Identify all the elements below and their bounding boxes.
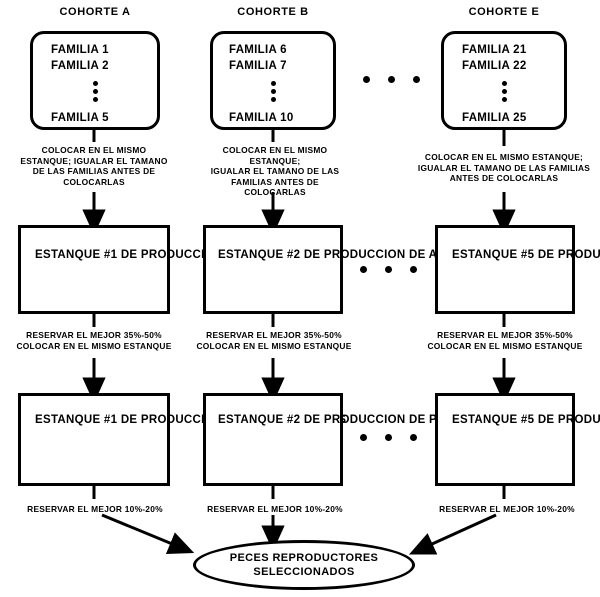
family-line-last: FAMILIA 5: [51, 112, 109, 124]
connector-label-1-col-a: COLOCAR EN EL MISMO ESTANQUE; IGUALAR EL…: [20, 145, 168, 187]
fry-pond-label: ESTANQUE #1 DE PRODUCCION DE ALEVINES: [35, 249, 306, 261]
fry-pond-label: ESTANQUE #5 DE PRODUCCION DE ALEVINES: [452, 249, 600, 261]
result-label: PECES REPRODUCTORES SELECCIONADOS: [229, 552, 379, 578]
family-box-cohort-e[interactable]: FAMILIA 21 FAMILIA 22 FAMILIA 25: [441, 31, 567, 130]
horizontal-ellipsis-icon-row2: [360, 266, 417, 273]
connector-label-1-col-b: COLOCAR EN EL MISMO ESTANQUE; IGUALAR EL…: [210, 145, 340, 197]
family-box-cohort-a[interactable]: FAMILIA 1 FAMILIA 2 FAMILIA 5: [30, 31, 160, 130]
family-line: FAMILIA 7: [229, 60, 287, 72]
vertical-ellipsis-icon: [33, 81, 157, 102]
adult-pond-label: ESTANQUE #2 DE PRODUCCION DE PECES ADULT…: [218, 414, 530, 426]
result-ellipse[interactable]: PECES REPRODUCTORES SELECCIONADOS: [193, 540, 415, 590]
cohort-header-b: COHORTE B: [237, 6, 309, 18]
family-line: FAMILIA 6: [229, 44, 287, 56]
connector-label-2-col-a: RESERVAR EL MEJOR 35%-50% COLOCAR EN EL …: [16, 330, 172, 351]
family-line: FAMILIA 2: [51, 60, 109, 72]
connector-label-2-col-b: RESERVAR EL MEJOR 35%-50% COLOCAR EN EL …: [196, 330, 352, 351]
adult-pond-box-col-e[interactable]: ESTANQUE #5 DE PRODUCCION DE PECES ADULT…: [435, 393, 600, 486]
fry-pond-box-col-e[interactable]: ESTANQUE #5 DE PRODUCCION DE ALEVINES: [435, 225, 600, 314]
vertical-ellipsis-icon: [213, 81, 333, 102]
vertical-ellipsis-icon: [444, 81, 564, 102]
connector-label-1-col-e: COLOCAR EN EL MISMO ESTANQUE; IGUALAR EL…: [417, 152, 591, 183]
adult-pond-box-col-b[interactable]: ESTANQUE #2 DE PRODUCCION DE PECES ADULT…: [203, 393, 530, 486]
horizontal-ellipsis-icon-row1: [363, 76, 420, 83]
family-line-last: FAMILIA 25: [462, 112, 527, 124]
cohort-header-a: COHORTE A: [59, 6, 131, 18]
fry-pond-label: ESTANQUE #2 DE PRODUCCION DE ALEVINES: [218, 249, 489, 261]
family-line: FAMILIA 1: [51, 44, 109, 56]
family-line: FAMILIA 22: [462, 60, 527, 72]
adult-pond-label: ESTANQUE #5 DE PRODUCCION DE PECES ADULT…: [452, 414, 600, 426]
fry-pond-box-col-b[interactable]: ESTANQUE #2 DE PRODUCCION DE ALEVINES: [203, 225, 489, 314]
family-box-cohort-b[interactable]: FAMILIA 6 FAMILIA 7 FAMILIA 10: [210, 31, 336, 130]
fry-pond-box-col-a[interactable]: ESTANQUE #1 DE PRODUCCION DE ALEVINES: [18, 225, 306, 314]
connector-label-3-col-b: RESERVAR EL MEJOR 10%-20%: [207, 504, 343, 514]
cohort-header-e: COHORTE E: [468, 6, 540, 18]
connector-label-3-col-a: RESERVAR EL MEJOR 10%-20%: [27, 504, 163, 514]
horizontal-ellipsis-icon-row3: [360, 434, 417, 441]
connector-label-3-col-e: RESERVAR EL MEJOR 10%-20%: [439, 504, 575, 514]
adult-pond-label: ESTANQUE #1 DE PRODUCCION DE PECES ADULT…: [35, 414, 347, 426]
family-line-last: FAMILIA 10: [229, 112, 294, 124]
adult-pond-box-col-a[interactable]: ESTANQUE #1 DE PRODUCCION DE PECES ADULT…: [18, 393, 347, 486]
family-line: FAMILIA 21: [462, 44, 527, 56]
connector-label-2-col-e: RESERVAR EL MEJOR 35%-50% COLOCAR EN EL …: [427, 330, 583, 351]
